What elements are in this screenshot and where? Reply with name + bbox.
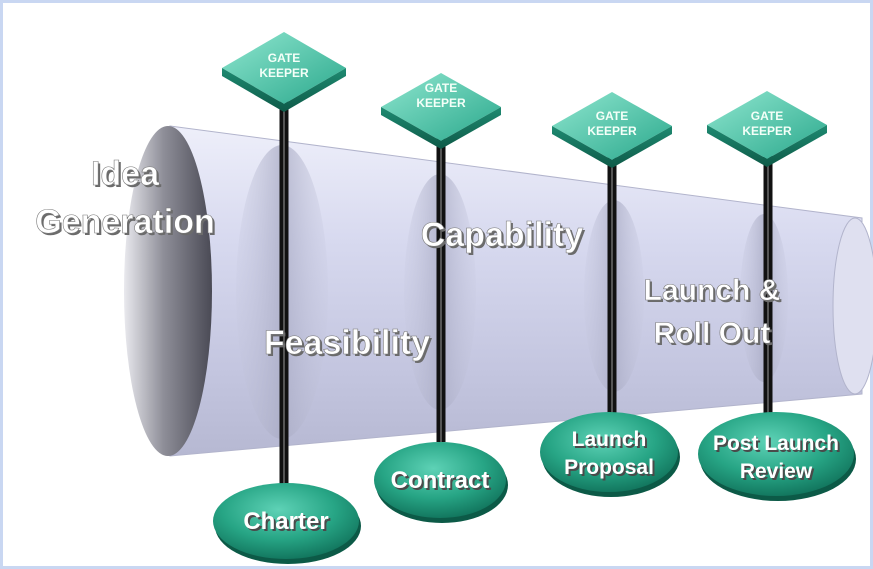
stage-capability: Capability Capability bbox=[420, 216, 586, 256]
stage-launch-shadow: Launch & bbox=[646, 276, 783, 309]
gatekeeper-2-line1: GATE bbox=[425, 81, 457, 95]
stage-launch-line2: Roll Out bbox=[654, 317, 771, 350]
milestone-contract-shadow: Contract bbox=[393, 469, 492, 496]
milestone-post-launch-review-shadow-2: Review bbox=[742, 462, 815, 485]
milestone-post-launch-review-line1: Post Launch bbox=[713, 432, 839, 455]
milestone-launch-proposal-line1: Launch bbox=[572, 428, 647, 451]
gatekeeper-3-line2: KEEPER bbox=[587, 124, 637, 138]
milestone-contract: Contract Contract bbox=[374, 442, 508, 523]
stage-launch-line1: Launch & bbox=[644, 274, 781, 307]
gatekeeper-1: GATE KEEPER bbox=[222, 32, 346, 112]
milestone-post-launch-review: Post Launch Post Launch Review Review bbox=[698, 412, 856, 501]
stage-feasibility-label: Feasibility bbox=[264, 324, 430, 362]
stage-feasibility: Feasibility Feasibility bbox=[264, 324, 433, 364]
milestone-contract-label: Contract bbox=[391, 467, 490, 494]
stage-idea-line2: Generation bbox=[35, 203, 214, 241]
funnel-mouth bbox=[124, 126, 212, 456]
gatekeeper-1-line2: KEEPER bbox=[259, 66, 309, 80]
milestone-post-launch-review-shadow-1: Post Launch bbox=[715, 434, 841, 457]
gatekeeper-4-line2: KEEPER bbox=[742, 124, 792, 138]
milestone-post-launch-review-line2: Review bbox=[740, 460, 813, 483]
stage-generation-shadow: Generation bbox=[37, 205, 216, 243]
stage-idea-line1: Idea bbox=[91, 155, 160, 193]
gatekeeper-4-line1: GATE bbox=[751, 109, 783, 123]
milestone-launch-proposal-line2: Proposal bbox=[564, 456, 654, 479]
milestone-launch-proposal-shadow-1: Launch bbox=[574, 430, 649, 453]
stage-capability-label: Capability bbox=[421, 216, 584, 254]
milestone-launch-proposal-shadow-2: Proposal bbox=[566, 458, 656, 481]
gatekeeper-2: GATE KEEPER bbox=[381, 73, 501, 149]
gatekeeper-2-line2: KEEPER bbox=[416, 96, 466, 110]
milestone-charter-label: Charter bbox=[243, 508, 328, 535]
gatekeeper-1-line1: GATE bbox=[268, 51, 300, 65]
gatekeeper-4: GATE KEEPER bbox=[707, 91, 827, 167]
milestone-launch-proposal: Launch Launch Proposal Proposal bbox=[540, 412, 680, 497]
gatekeeper-3: GATE KEEPER bbox=[552, 92, 672, 168]
stage-idea-shadow: Idea bbox=[93, 157, 162, 195]
gatekeeper-3-line1: GATE bbox=[596, 109, 628, 123]
funnel-end-cap bbox=[832, 217, 873, 395]
stage-feasibility-shadow: Feasibility bbox=[266, 326, 432, 364]
stage-idea-generation: Idea Idea Generation Generation bbox=[35, 155, 217, 243]
stage-launch-rollout: Launch & Launch & Roll Out Roll Out bbox=[643, 274, 783, 352]
milestone-charter-shadow: Charter bbox=[245, 510, 330, 537]
stage-capability-shadow: Capability bbox=[423, 218, 586, 256]
milestone-charter: Charter Charter bbox=[213, 483, 361, 564]
stage-rollout-shadow: Roll Out bbox=[656, 319, 773, 352]
